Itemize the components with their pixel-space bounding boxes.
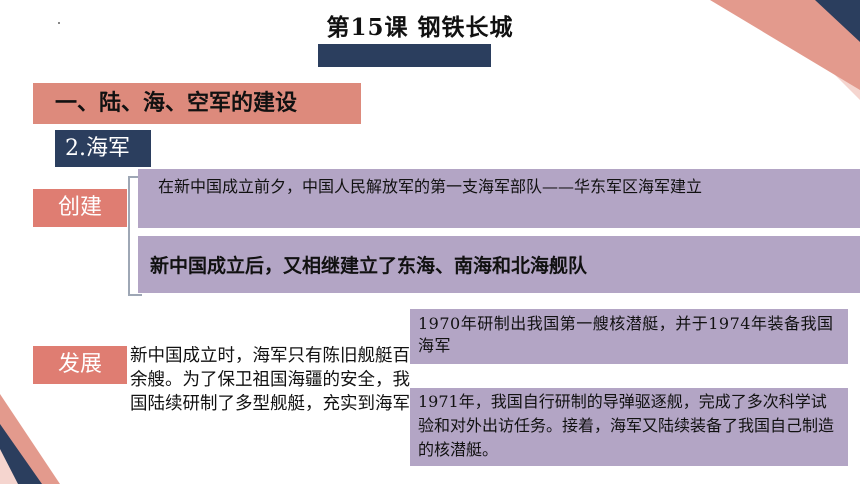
founding-bracket: [128, 176, 142, 296]
development-box-2: 1971年，我国自行研制的导弹驱逐舰，完成了多次科学试验和对外出访任务。接着，海…: [410, 388, 848, 466]
title-underline-bar: [318, 44, 491, 67]
founding-box-2: 新中国成立后，又相继建立了东海、南海和北海舰队: [138, 236, 860, 293]
founding-box-1: 在新中国成立前夕，中国人民解放军的第一支海军部队——华东军区海军建立: [138, 169, 860, 228]
small-dot-mark: [58, 22, 60, 24]
founding-tag: 创建: [33, 189, 127, 227]
section-heading: 一、陆、海、空军的建设: [33, 83, 361, 124]
development-tag: 发展: [33, 346, 127, 384]
development-description: 新中国成立时，海军只有陈旧舰艇百余艘。为了保卫祖国海疆的安全，我国陆续研制了多型…: [130, 346, 410, 414]
corner-decoration-bottom-left: [0, 394, 60, 484]
sub-heading: 2.海军: [55, 130, 151, 167]
corner-decoration-top-right: [710, 0, 860, 100]
development-box-1: 1970年研制出我国第一艘核潜艇，并于1974年装备我国海军: [410, 309, 848, 364]
page-title: 第15课 钢铁长城: [326, 14, 514, 41]
